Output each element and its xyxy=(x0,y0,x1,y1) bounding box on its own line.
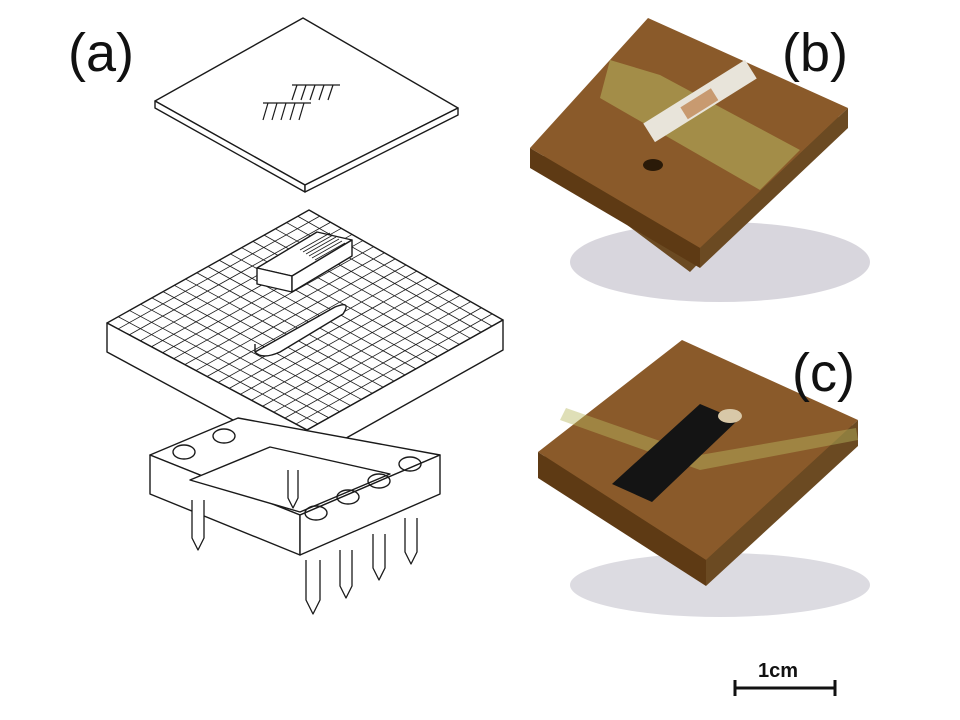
dip-socket xyxy=(149,417,441,615)
photo-assembled-chip xyxy=(538,340,870,617)
socket-pins xyxy=(191,470,418,615)
black-chip xyxy=(612,404,738,502)
scale-bar-label: 1cm xyxy=(758,660,799,682)
gridded-carrier-board xyxy=(106,209,504,461)
photo-assembled-top xyxy=(530,18,870,302)
board-slot xyxy=(254,304,347,357)
grid-line xyxy=(295,313,493,425)
grid-line xyxy=(284,307,482,419)
scale-bar xyxy=(733,680,837,696)
grid-line xyxy=(273,301,471,413)
board-connector-block xyxy=(256,231,353,293)
panel-label-b: (b) xyxy=(782,23,848,83)
panel-label-a: (a) xyxy=(68,23,134,83)
pin-pattern xyxy=(262,84,340,121)
die-window xyxy=(680,88,719,120)
panel-label-c: (c) xyxy=(792,343,855,403)
socket-holes xyxy=(172,428,422,521)
top-substrate-plate xyxy=(154,17,459,193)
